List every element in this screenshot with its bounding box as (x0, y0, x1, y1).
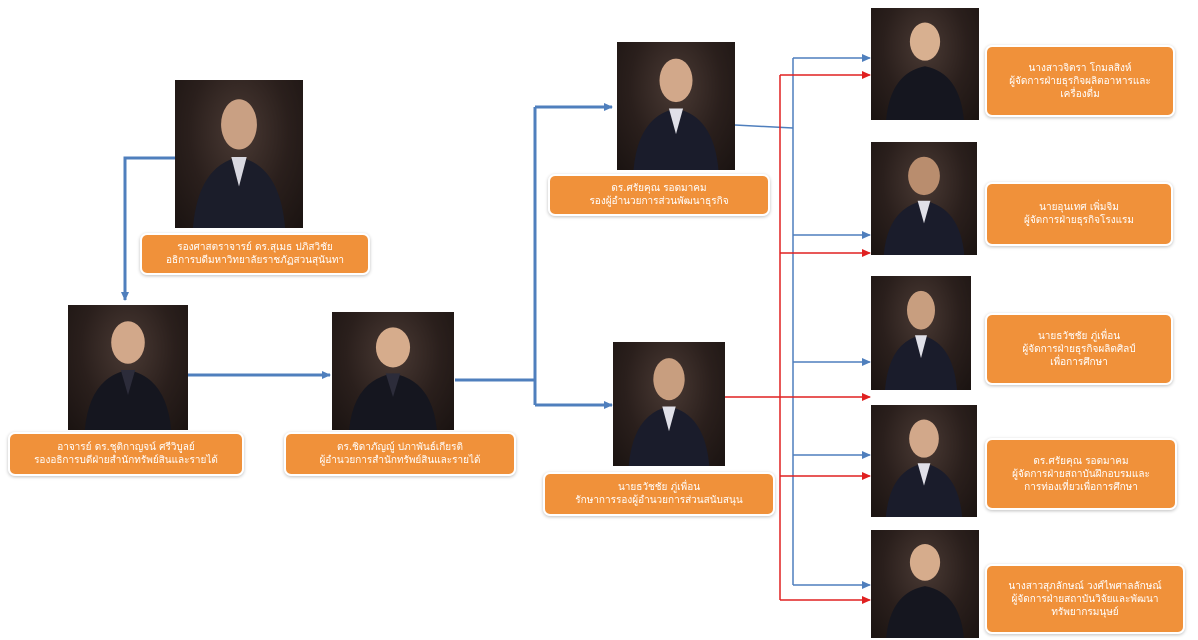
photo-deputy-business (617, 42, 735, 170)
manager-food-title: ผู้จัดการฝ่ายธุรกิจผลิตอาหารและ (1009, 75, 1151, 87)
manager-hotel-name: นายอุนเทศ เพิ่มจิม (1039, 202, 1119, 213)
manager-training-name: ดร.ศรัยคุณ รอดมาคม (1033, 455, 1129, 467)
label-manager-hotel: นายอุนเทศ เพิ่มจิม ผู้จัดการฝ่ายธุรกิจโร… (985, 182, 1173, 246)
photo-manager-research (871, 530, 979, 638)
photo-director (332, 312, 454, 430)
director-title: ผู้อำนวยการสำนักทรัพย์สินและรายได้ (319, 455, 481, 466)
label-director: ดร.ชิดาภัญญู์ ปภาพันธ์เกียรติ ผู้อำนวยกา… (284, 432, 516, 476)
connector-president-vp (121, 156, 175, 301)
label-manager-arts: นายธวัชชัย ภู่เพื่อน ผู้จัดการฝ่ายธุรกิจ… (985, 313, 1173, 385)
deputy-support-title: รักษาการรองผู้อำนวยการส่วนสนับสนุน (575, 495, 743, 506)
label-president: รองศาสตราจารย์ ดร.สุเมธ ปภิสวิชัย อธิการ… (140, 233, 370, 275)
manager-research-title: ผู้จัดการฝ่ายสถาบันวิจัยและพัฒนา (1011, 593, 1159, 605)
label-deputy-support: นายธวัชชัย ภู่เพื่อน รักษาการรองผู้อำนวย… (543, 472, 775, 516)
photo-president (175, 80, 303, 228)
president-title: อธิการบดีมหาวิทยาลัยราชภัฏสวนสุนันทา (165, 255, 345, 266)
manager-food-name: นางสาวจิตรา โกมลสิงห์ (1028, 62, 1132, 74)
manager-food-title-cont: เครื่องดื่ม (1060, 88, 1100, 100)
deputy-business-title: รองผู้อำนวยการส่วนพัฒนาธุรกิจ (589, 196, 729, 207)
president-name: รองศาสตราจารย์ ดร.สุเมธ ปภิสวิชัย (177, 242, 333, 253)
manager-research-title-cont: ทรัพยากรมนุษย์ (1051, 606, 1119, 618)
vice-president-title: รองอธิการบดีฝ่ายสำนักทรัพย์สินและรายได้ (34, 455, 218, 466)
deputy-support-name: นายธวัชชัย ภู่เพื่อน (617, 482, 701, 493)
deputy-business-name: ดร.ศรัยคุณ รอดมาคม (611, 183, 707, 194)
manager-arts-title: ผู้จัดการฝ่ายธุรกิจผลิตศิลป์ (1022, 343, 1136, 355)
manager-arts-title-cont: เพื่อการศึกษา (1050, 356, 1108, 368)
photo-deputy-support (613, 342, 725, 466)
label-deputy-business: ดร.ศรัยคุณ รอดมาคม รองผู้อำนวยการส่วนพัฒ… (548, 174, 770, 216)
connector-business-out (734, 124, 794, 129)
label-manager-research: นางสาวสุภลักษณ์ วงศ์ไพศาลลักษณ์ ผู้จัดกา… (985, 564, 1185, 634)
photo-manager-food (871, 8, 979, 120)
photo-manager-training (871, 405, 977, 517)
manager-hotel-title: ผู้จัดการฝ่ายธุรกิจโรงแรม (1023, 215, 1134, 226)
vice-president-name: อาจารย์ ดร.ชุติกาญจน์ ศรีวิบูลย์ (57, 442, 195, 453)
manager-arts-name: นายธวัชชัย ภู่เพื่อน (1037, 330, 1121, 342)
manager-training-title: ผู้จัดการฝ่ายสถาบันฝึกอบรมและ (1012, 468, 1150, 480)
director-name: ดร.ชิดาภัญญู์ ปภาพันธ์เกียรติ (336, 442, 464, 453)
photo-vice-president (68, 305, 188, 430)
label-manager-food: นางสาวจิตรา โกมลสิงห์ ผู้จัดการฝ่ายธุรกิ… (985, 45, 1175, 117)
photo-manager-arts (871, 276, 971, 390)
photo-manager-hotel (871, 142, 977, 255)
manager-training-title-cont: การท่องเที่ยวเพื่อการศึกษา (1024, 481, 1138, 493)
manager-research-name: นางสาวสุภลักษณ์ วงศ์ไพศาลลักษณ์ (1008, 580, 1162, 592)
label-vice-president: อาจารย์ ดร.ชุติกาญจน์ ศรีวิบูลย์ รองอธิก… (8, 432, 244, 476)
label-manager-training: ดร.ศรัยคุณ รอดมาคม ผู้จัดการฝ่ายสถาบันฝึ… (985, 438, 1177, 510)
